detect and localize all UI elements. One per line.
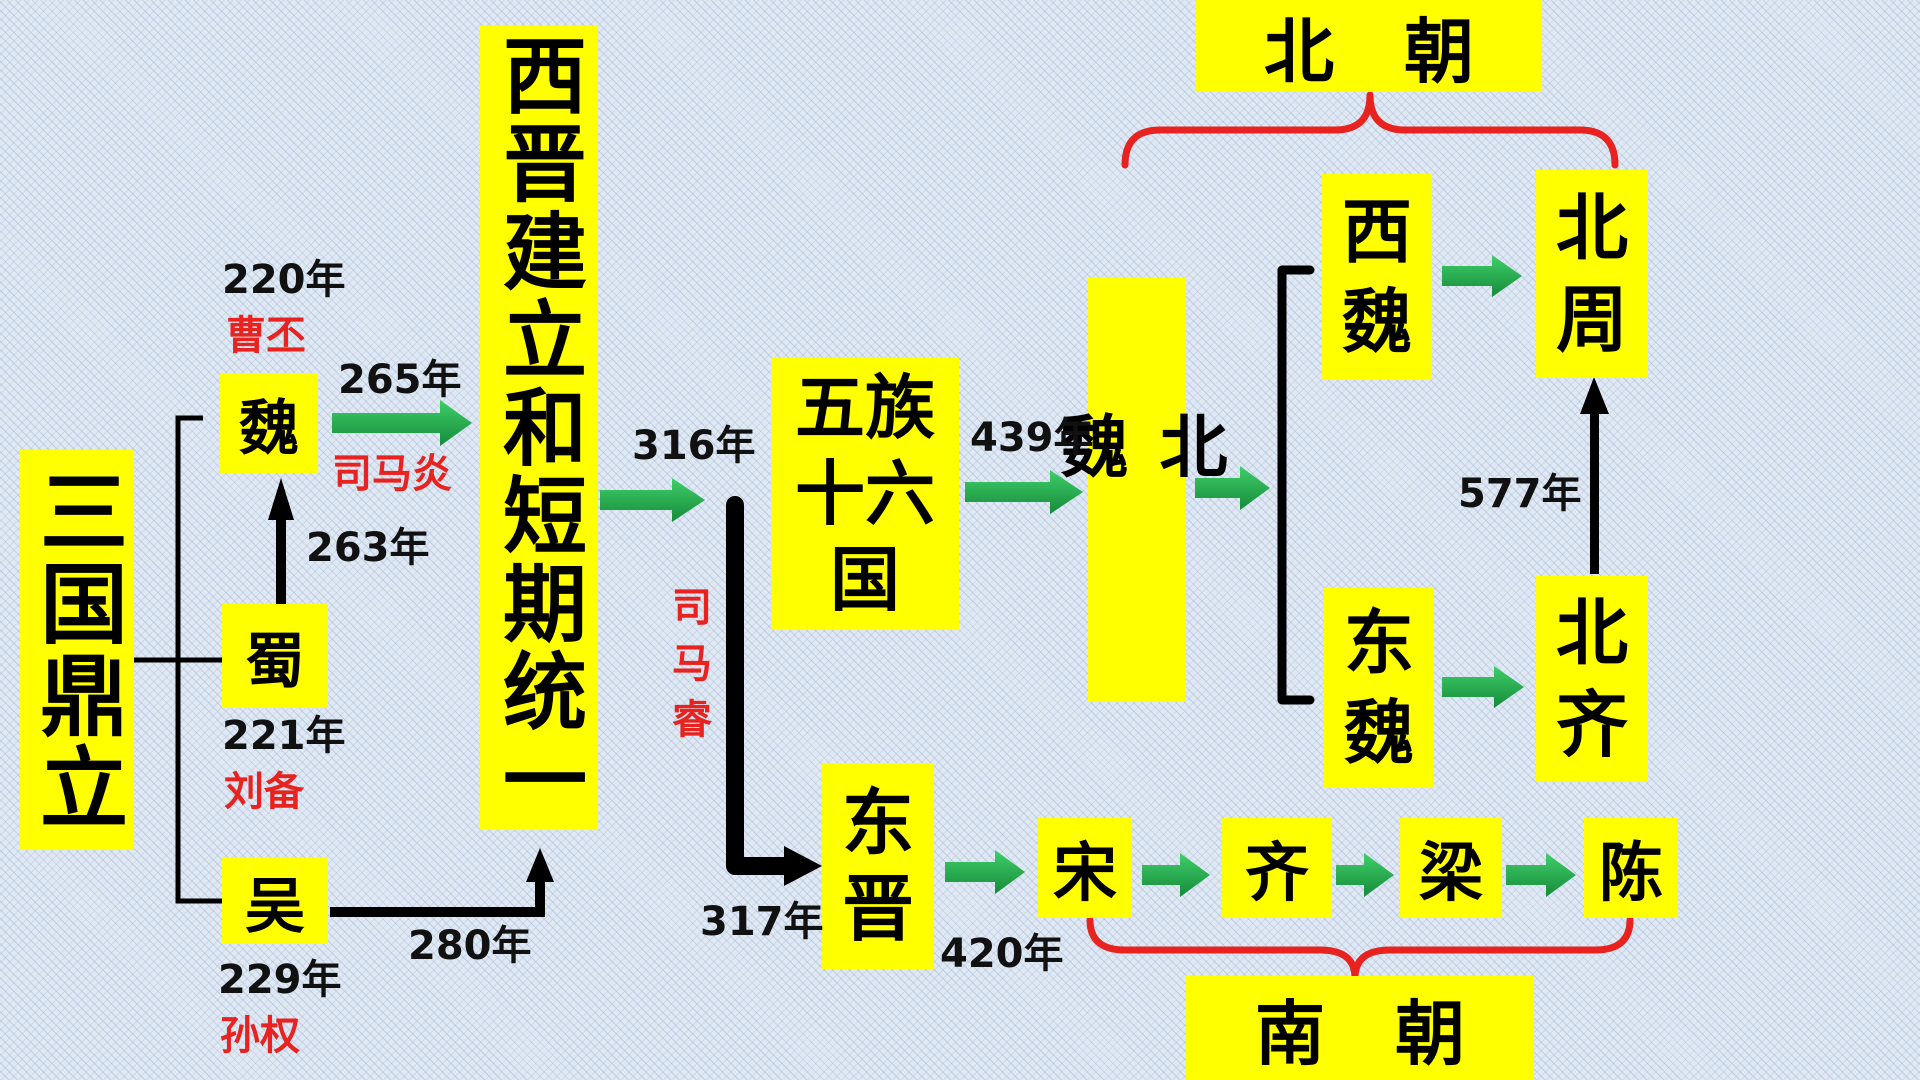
arrow-song-to-qi — [1142, 853, 1210, 897]
box-eastern-jin: 东晋 — [822, 763, 934, 969]
box-western-wei: 西魏 — [1322, 174, 1432, 380]
box-northern-zhou: 北周 — [1536, 170, 1648, 378]
arrow-xiwei-to-beizhou — [1442, 255, 1522, 297]
box-liang: 梁 — [1400, 818, 1502, 918]
arrow-liang-to-chen — [1506, 853, 1576, 897]
year-420-label: 420年 — [940, 931, 1064, 977]
year-220-label: 220年 — [222, 257, 346, 303]
box-song: 宋 — [1038, 818, 1132, 918]
arrow-316-to-dongjin — [726, 496, 822, 886]
box-western-jin: 西晋建立和短期统一 — [480, 26, 598, 830]
person-liubei-label: 刘备 — [224, 769, 304, 815]
green-arrows — [332, 255, 1576, 897]
beiwei-split-bracket — [1277, 265, 1315, 705]
arrow-qi-to-liang — [1336, 853, 1394, 897]
year-317-label: 317年 — [700, 899, 824, 945]
year-316-label: 316年 — [632, 423, 756, 469]
arrow-dongjin-to-song — [945, 850, 1025, 894]
brace-south-dynasties — [1086, 916, 1634, 982]
arrow-xijin-to-wuhu — [600, 478, 705, 522]
box-northern-qi: 北齐 — [1536, 576, 1648, 782]
arrow-shu-to-wei — [268, 478, 294, 606]
box-three-kingdoms: 三国鼎立 — [20, 450, 134, 850]
arrow-wu-to-xijin — [330, 848, 554, 917]
year-265-label: 265年 — [338, 357, 462, 403]
box-southern-dynasties: 南 朝 — [1186, 976, 1534, 1080]
year-263-label: 263年 — [306, 525, 430, 571]
box-wei: 魏 — [220, 373, 318, 473]
arrow-dongwei-to-beiqi — [1442, 666, 1524, 708]
person-simayan-label: 司马炎 — [332, 451, 452, 497]
box-chen: 陈 — [1584, 818, 1678, 918]
arrow-beiwei-to-split — [1195, 466, 1270, 510]
person-caopi-label: 曹丕 — [226, 313, 306, 359]
year-221-label: 221年 — [222, 713, 346, 759]
brace-north-dynasties — [1121, 91, 1619, 169]
box-northern-wei: 北魏 — [1048, 278, 1226, 702]
year-229-label: 229年 — [218, 957, 342, 1003]
box-eastern-wei: 东魏 — [1324, 588, 1434, 788]
year-280-label: 280年 — [408, 923, 532, 969]
box-sixteen-kingdoms: 五族十六国 — [771, 358, 959, 630]
box-wu: 吴 — [222, 858, 328, 944]
person-simarui-label: 司马睿 — [665, 586, 711, 754]
box-shu: 蜀 — [222, 604, 328, 708]
arrow-wuhu-to-beiwei — [965, 470, 1083, 514]
three-kingdoms-bracket — [126, 415, 222, 904]
person-sunquan-label: 孙权 — [220, 1013, 300, 1059]
arrow-wei-to-xijin — [332, 400, 472, 446]
box-northern-dynasties: 北 朝 — [1196, 0, 1542, 93]
year-577-label: 577年 — [1458, 471, 1582, 517]
arrow-beiqi-to-beizhou — [1580, 377, 1609, 574]
box-qi: 齐 — [1222, 818, 1332, 918]
year-439-label: 439年 — [970, 415, 1094, 461]
